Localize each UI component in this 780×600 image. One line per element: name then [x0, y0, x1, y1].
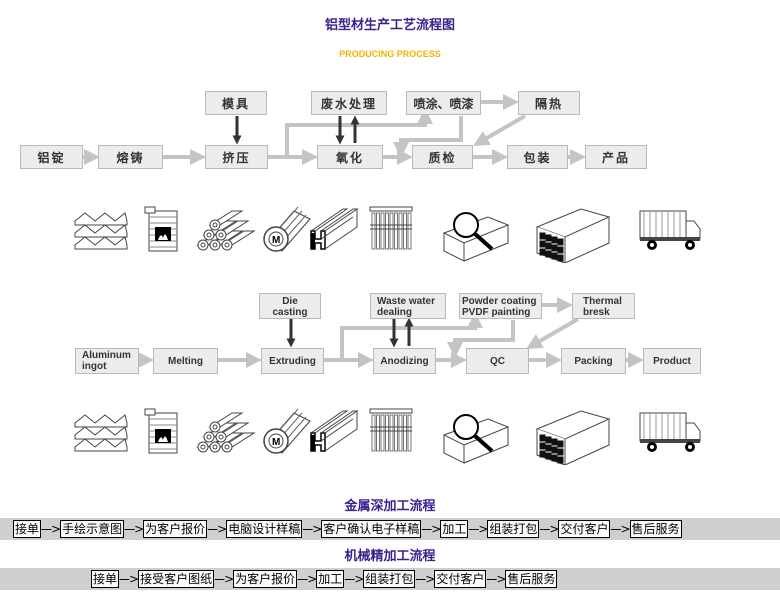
process-step: 客户确认电子样稿 — [321, 520, 422, 538]
process-arrow: ---> — [421, 522, 441, 536]
box-coating-zh: 喷涂、喷漆 — [406, 91, 481, 115]
process-step: 组装打包 — [363, 570, 416, 588]
packed-box-icon — [535, 410, 611, 465]
box-melting-zh: 熔铸 — [98, 145, 163, 169]
box-aluminum-ingot-zh: 铝锭 — [20, 145, 83, 169]
process-arrow: ---> — [214, 572, 234, 586]
pipes-icon — [196, 412, 256, 453]
process-step: 接单 — [13, 520, 42, 538]
furnace-icon — [144, 206, 178, 252]
pipes-icon — [196, 210, 256, 251]
truck-icon — [639, 210, 701, 250]
box-extruding-zh: 挤压 — [205, 145, 268, 169]
process-arrow: ---> — [610, 522, 630, 536]
box-product-zh: 产品 — [585, 145, 647, 169]
process-arrow: ---> — [344, 572, 364, 586]
box-waste-water-zh: 废水处理 — [311, 91, 387, 115]
truck-icon — [639, 412, 701, 452]
process-step: 电脑设计样稿 — [226, 520, 303, 538]
page-subtitle: PRODUCING PROCESS — [339, 49, 441, 59]
process-step: 接受客户图纸 — [138, 570, 215, 588]
process-step: 加工 — [316, 570, 345, 588]
process-arrow: ---> — [207, 522, 227, 536]
box-packing-en: Packing — [561, 348, 626, 374]
process-step: 售后服务 — [505, 570, 558, 588]
process-arrow: ---> — [297, 572, 317, 586]
furnace-icon — [144, 408, 178, 454]
icon-row-bottom: M — [74, 408, 701, 465]
box-thermal-en: Thermal bresk — [572, 293, 635, 319]
process-step: 交付客户 — [558, 520, 611, 538]
packed-box-icon — [535, 208, 611, 263]
box-die-zh: 模具 — [205, 91, 267, 115]
process-arrow: ---> — [41, 522, 61, 536]
process-step: 组装打包 — [487, 520, 540, 538]
process-step: 加工 — [440, 520, 469, 538]
box-packing-zh: 包装 — [507, 145, 568, 169]
process-arrow: ---> — [539, 522, 559, 536]
svg-text:M: M — [272, 235, 280, 246]
metal-process-title: 金属深加工流程 — [344, 499, 436, 514]
box-waste-water-en: Waste water dealing — [370, 293, 446, 319]
box-anodizing-zh: 氧化 — [317, 145, 383, 169]
inspection-icon — [442, 212, 510, 262]
box-anodizing-en: Anodizing — [373, 348, 436, 374]
profile-beam-icon — [310, 208, 359, 250]
box-product-en: Product — [643, 348, 701, 374]
page-title: 铝型材生产工艺流程图 — [324, 18, 455, 33]
box-qc-zh: 质检 — [412, 145, 473, 169]
process-step: 接单 — [91, 570, 120, 588]
process-arrow: ---> — [468, 522, 488, 536]
process-step: 为客户报价 — [143, 520, 208, 538]
process-step: 手绘示意图 — [60, 520, 125, 538]
inspection-icon — [442, 414, 510, 464]
process-arrow: ---> — [415, 572, 435, 586]
box-qc-en: QC — [466, 348, 529, 374]
box-melting-en: Melting — [153, 348, 218, 374]
rack-icon — [369, 206, 413, 250]
box-thermal-zh: 隔热 — [518, 91, 580, 115]
process-arrow: ---> — [486, 572, 506, 586]
process-arrow: ---> — [119, 572, 139, 586]
process-arrow: ---> — [124, 522, 144, 536]
extrusion-die-icon: M — [263, 206, 311, 252]
box-die-en: Die casting — [259, 293, 321, 319]
ingot-stack-icon — [74, 414, 128, 452]
profile-beam-icon — [310, 410, 359, 452]
extrusion-die-icon: M — [263, 408, 311, 454]
box-aluminum-ingot-en: Aluminum ingot — [75, 348, 139, 374]
process-step: 售后服务 — [629, 520, 682, 538]
machine-process-title: 机械精加工流程 — [344, 549, 436, 564]
process-step: 为客户报价 — [233, 570, 298, 588]
icon-row-top: M — [74, 206, 701, 263]
svg-text:M: M — [272, 437, 280, 448]
metal-process-steps: 接单--->手绘示意图--->为客户报价--->电脑设计样稿--->客户确认电子… — [13, 520, 682, 538]
process-arrow: ---> — [302, 522, 322, 536]
box-coating-en: Powder coating PVDF painting — [459, 293, 542, 319]
rack-icon — [369, 408, 413, 452]
box-extruding-en: Extruding — [261, 348, 324, 374]
machine-process-bar: 接单--->接受客户图纸--->为客户报价--->加工--->组装打包--->交… — [0, 568, 780, 590]
metal-process-bar: 接单--->手绘示意图--->为客户报价--->电脑设计样稿--->客户确认电子… — [0, 518, 780, 540]
process-step: 交付客户 — [434, 570, 487, 588]
ingot-stack-icon — [74, 212, 128, 250]
machine-process-steps: 接单--->接受客户图纸--->为客户报价--->加工--->组装打包--->交… — [91, 570, 558, 588]
